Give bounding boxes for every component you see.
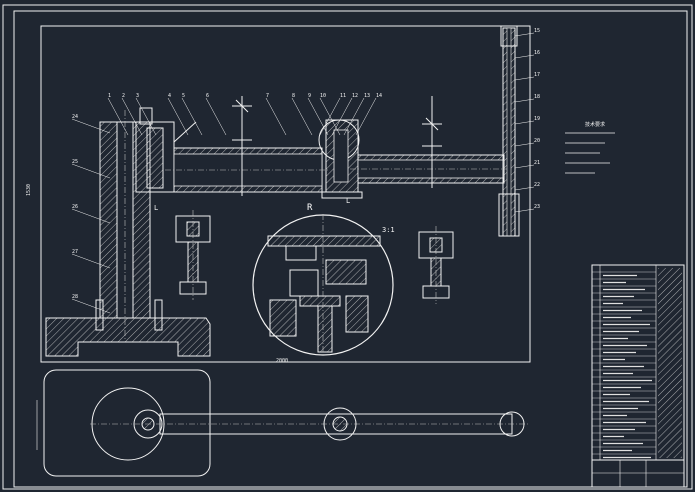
part-balloon-top: 1: [108, 93, 111, 99]
detail-view-right: [418, 226, 454, 304]
leader-line: [71, 163, 111, 179]
part-balloon-top: 6: [206, 93, 209, 99]
parts-list-table: [591, 264, 685, 488]
leader-line: [514, 54, 535, 59]
part-balloon-left: 25: [72, 159, 78, 165]
part-balloon-top: 3: [136, 93, 139, 99]
shoulder-bearing: [146, 127, 164, 189]
part-balloon-right: 16: [534, 50, 540, 56]
leader-line: [205, 97, 227, 136]
dim-left-label: 1530: [26, 184, 32, 196]
upper-arm-section-symbol: [232, 99, 252, 141]
shoulder-cap: [139, 107, 153, 125]
leader-line: [331, 97, 353, 136]
leader-line: [167, 97, 189, 136]
leader-line: [514, 164, 535, 169]
part-balloon-top: 11: [340, 93, 346, 99]
part-balloon-left: 26: [72, 204, 78, 210]
part-balloon-right: 18: [534, 94, 540, 100]
part-balloon-left: 28: [72, 294, 78, 300]
part-balloon-left: 24: [72, 114, 78, 120]
part-balloon-top: 9: [308, 93, 311, 99]
section-view-r: [252, 214, 394, 356]
wrist-column-bore: [506, 27, 512, 237]
part-balloon-left: 27: [72, 249, 78, 255]
shoulder-brace: [173, 121, 197, 143]
leader-line: [343, 97, 365, 136]
part-balloon-top: 4: [168, 93, 171, 99]
part-balloon-right: 20: [534, 138, 540, 144]
elbow-flange: [321, 191, 363, 199]
section-scale-label: 3:1: [382, 226, 395, 234]
base-bolt-left: [95, 299, 104, 331]
part-balloon-top: 14: [376, 93, 382, 99]
wrist-top-block: [500, 25, 518, 47]
parts-list-rows: [592, 271, 656, 459]
part-balloon-right: 15: [534, 28, 540, 34]
part-balloon-right: 22: [534, 182, 540, 188]
part-balloon-right: 17: [534, 72, 540, 78]
leader-line: [291, 97, 313, 136]
elbow-bore: [333, 129, 349, 183]
leader-line: [135, 97, 157, 136]
base-block: [45, 317, 211, 357]
part-balloon-top: 5: [182, 93, 185, 99]
top-view-elbow-ring: [323, 407, 357, 441]
notes-block: [565, 132, 615, 174]
leader-line: [71, 253, 111, 269]
leader-line: [307, 97, 329, 136]
leader-line: [121, 97, 143, 136]
top-view-elbow-hub: [332, 416, 348, 432]
notes-title: 技术要求: [585, 121, 605, 128]
part-balloon-top: 8: [292, 93, 295, 99]
leader-line: [265, 97, 287, 136]
leader-line: [514, 142, 535, 147]
leader-line: [71, 118, 111, 134]
part-balloon-top: 10: [320, 93, 326, 99]
section-letter-left: L: [154, 204, 158, 212]
leader-line: [71, 208, 111, 224]
wrist-block: [498, 193, 520, 237]
leader-line: [355, 97, 377, 136]
leader-line: [514, 120, 535, 125]
section-letter-right: L: [346, 197, 350, 205]
top-view-wrist-ring: [499, 411, 525, 437]
leader-line: [514, 208, 535, 213]
base-bolt-right: [154, 299, 163, 331]
section-r-label: R: [307, 203, 313, 213]
part-balloon-top: 2: [122, 93, 125, 99]
part-balloon-right: 19: [534, 116, 540, 122]
leader-line: [71, 298, 111, 314]
part-balloon-right: 23: [534, 204, 540, 210]
part-balloon-top: 12: [352, 93, 358, 99]
leader-line: [514, 76, 535, 81]
outer-frame: [2, 4, 693, 490]
leader-line: [107, 97, 129, 136]
detail-view-left: [175, 210, 211, 300]
leader-line: [514, 32, 535, 37]
top-view-base-plate: [43, 369, 211, 477]
inner-frame: [13, 10, 688, 488]
dim-bottom-label: 2000: [276, 358, 288, 364]
leader-line: [319, 97, 341, 136]
leader-line: [514, 98, 535, 103]
part-balloon-right: 21: [534, 160, 540, 166]
part-balloon-top: 13: [364, 93, 370, 99]
main-view-frame: [40, 25, 531, 363]
leader-line: [181, 97, 203, 136]
leader-line: [514, 186, 535, 191]
forearm-section-symbol: [422, 117, 442, 147]
part-balloon-top: 7: [266, 93, 269, 99]
